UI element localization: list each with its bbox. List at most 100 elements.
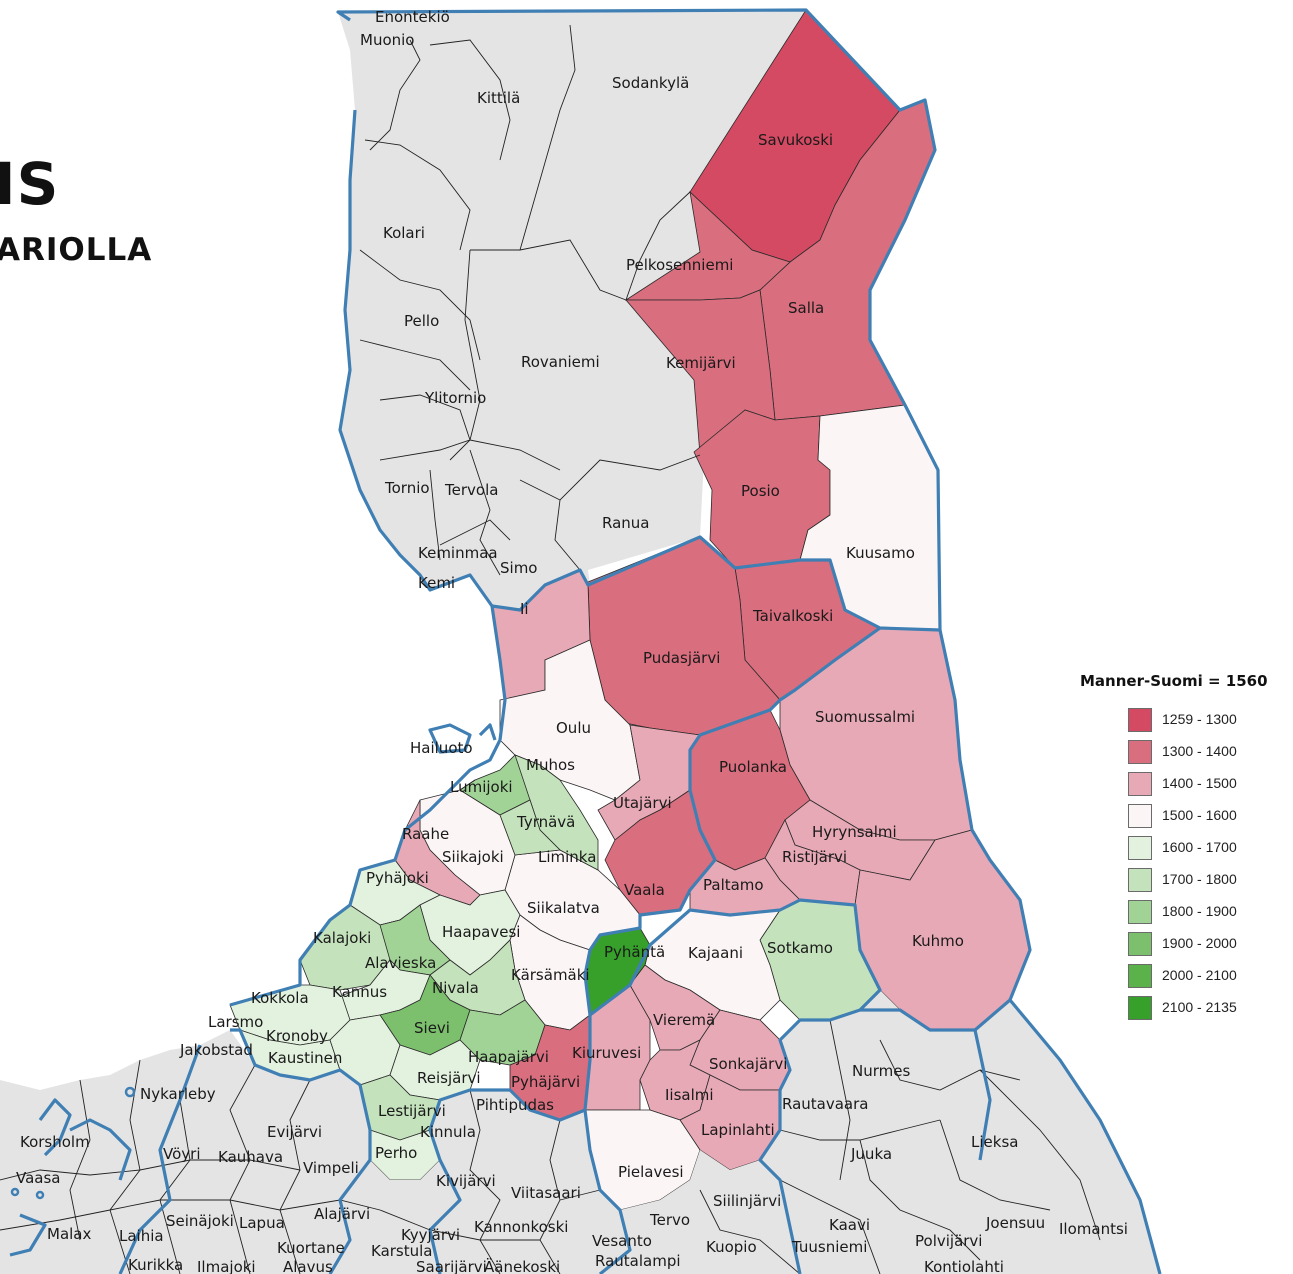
- municipality-label: Kivijärvi: [436, 1172, 496, 1190]
- municipality-label: Ilomantsi: [1059, 1220, 1128, 1238]
- municipality-label: Tornio: [384, 479, 430, 497]
- municipality-label: Nivala: [432, 979, 479, 997]
- island-dot: [35, 1190, 45, 1200]
- municipality-label: Vesanto: [592, 1232, 652, 1250]
- municipality-label: Äänekoski: [484, 1257, 560, 1274]
- legend-item: 1900 - 2000: [1080, 932, 1290, 964]
- municipality-label: Lumijoki: [450, 778, 513, 796]
- municipality-label: Kajaani: [688, 944, 743, 962]
- municipality-label: Vimpeli: [303, 1159, 359, 1177]
- municipality-label: Haapavesi: [442, 923, 520, 941]
- legend-swatch: [1128, 740, 1152, 764]
- legend: Manner-Suomi = 1560 1259 - 1300 1300 - 14…: [1080, 672, 1290, 1028]
- legend-swatch: [1128, 900, 1152, 924]
- municipality-label: Alavus: [283, 1258, 333, 1274]
- municipality-label: Suomussalmi: [815, 708, 915, 726]
- municipality-label: Sotkamo: [767, 939, 833, 957]
- municipality-label: Malax: [47, 1225, 91, 1243]
- municipality-label: Kuusamo: [846, 544, 915, 562]
- municipality-label: Kyyjärvi: [401, 1226, 460, 1244]
- municipality-label: Lestijärvi: [378, 1102, 446, 1120]
- legend-swatch: [1128, 836, 1152, 860]
- municipality-label: Kemijärvi: [666, 354, 736, 372]
- legend-label: 1700 - 1800: [1162, 871, 1237, 887]
- municipality-label: Pyhäntä: [604, 943, 665, 961]
- page-subtitle: ARIOLLA: [0, 232, 153, 268]
- municipality-label: Iisalmi: [665, 1086, 714, 1104]
- municipality-label: Viitasaari: [511, 1184, 581, 1202]
- municipality-label: Posio: [741, 482, 780, 500]
- municipality-label: Tyrnävä: [516, 813, 575, 831]
- legend-swatch: [1128, 708, 1152, 732]
- municipality-label: Joensuu: [985, 1214, 1045, 1232]
- municipality-label: Utajärvi: [613, 794, 672, 812]
- page-title: IS: [0, 150, 60, 218]
- municipality-label: Kärsämäki: [511, 966, 590, 984]
- municipality-label: Ilmajoki: [197, 1258, 256, 1274]
- municipality-label: Pielavesi: [618, 1163, 684, 1181]
- municipality-label: Raahe: [402, 825, 449, 843]
- municipality-label: Muonio: [360, 31, 414, 49]
- municipality-label: Saarijärvi: [416, 1258, 487, 1274]
- legend-item: 1600 - 1700: [1080, 836, 1290, 868]
- municipality-label: Haapajärvi: [468, 1048, 549, 1066]
- legend-item: 1300 - 1400: [1080, 740, 1290, 772]
- municipality-label: Alajärvi: [314, 1205, 370, 1223]
- municipality-label: Kalajoki: [313, 929, 371, 947]
- municipality-label: Kolari: [383, 224, 425, 242]
- municipality-label: Taivalkoski: [752, 607, 833, 625]
- municipality-label: Korsholm: [20, 1133, 90, 1151]
- municipality-label: Siikalatva: [527, 899, 600, 917]
- municipality-label: Tervo: [649, 1211, 690, 1229]
- legend-label: 1259 - 1300: [1162, 711, 1237, 727]
- municipality-label: Vaala: [624, 881, 665, 899]
- legend-label: 1600 - 1700: [1162, 839, 1237, 855]
- municipality-label: Muhos: [526, 756, 575, 774]
- municipality-label: Pudasjärvi: [643, 649, 720, 667]
- municipality-label: Alavieska: [365, 954, 436, 972]
- municipality-labels: EnontekiöMuonioKittiläSodankyläSavukoski…: [16, 8, 1128, 1274]
- legend-swatch: [1128, 772, 1152, 796]
- municipality-label: Kuortane: [277, 1239, 345, 1257]
- municipality-label: Keminmaa: [418, 544, 498, 562]
- municipality-label: Polvijärvi: [915, 1232, 982, 1250]
- municipality-label: Salla: [788, 299, 824, 317]
- municipality-label: Kemi: [418, 574, 455, 592]
- region-liminka: [499, 799, 561, 856]
- municipality-label: Evijärvi: [267, 1123, 322, 1141]
- municipality-label: Seinäjoki: [166, 1212, 234, 1230]
- municipality-label: Vaasa: [16, 1169, 61, 1187]
- municipality-label: Lapinlahti: [701, 1121, 775, 1139]
- legend-swatch: [1128, 804, 1152, 828]
- municipality-label: Paltamo: [703, 876, 764, 894]
- municipality-label: Savukoski: [758, 131, 833, 149]
- municipality-label: Kannonkoski: [474, 1218, 568, 1236]
- municipality-label: Kauhava: [218, 1148, 283, 1166]
- municipality-label: Karstula: [371, 1242, 433, 1260]
- legend-title: Manner-Suomi = 1560: [1080, 672, 1268, 690]
- legend-swatch: [1128, 964, 1152, 988]
- municipality-label: Kronoby: [266, 1027, 328, 1045]
- municipality-label: Sonkajärvi: [709, 1055, 787, 1073]
- legend-label: 2000 - 2100: [1162, 967, 1237, 983]
- municipality-label: Kurikka: [128, 1256, 183, 1274]
- municipality-label: Hyrynsalmi: [812, 823, 897, 841]
- municipality-label: Enontekiö: [375, 8, 450, 26]
- municipality-label: Larsmo: [208, 1013, 263, 1031]
- municipality-label: Sievi: [414, 1019, 450, 1037]
- municipality-label: Rautavaara: [782, 1095, 868, 1113]
- municipality-label: Sodankylä: [612, 74, 689, 92]
- municipality-label: Vöyri: [163, 1145, 201, 1163]
- region-kemijarvi: [625, 289, 776, 456]
- municipality-label: Lieksa: [971, 1133, 1018, 1151]
- legend-swatch: [1128, 932, 1152, 956]
- legend-item: 2100 - 2135: [1080, 996, 1290, 1028]
- municipality-label: Kuopio: [706, 1238, 757, 1256]
- municipality-label: Pyhäjärvi: [511, 1073, 580, 1091]
- municipality-label: Kuhmo: [912, 932, 964, 950]
- legend-label: 1300 - 1400: [1162, 743, 1237, 759]
- region-borders: [9, 8, 1162, 1274]
- municipality-label: Nurmes: [852, 1062, 910, 1080]
- municipality-label: Ristijärvi: [782, 848, 847, 866]
- legend-item: 1259 - 1300: [1080, 708, 1290, 740]
